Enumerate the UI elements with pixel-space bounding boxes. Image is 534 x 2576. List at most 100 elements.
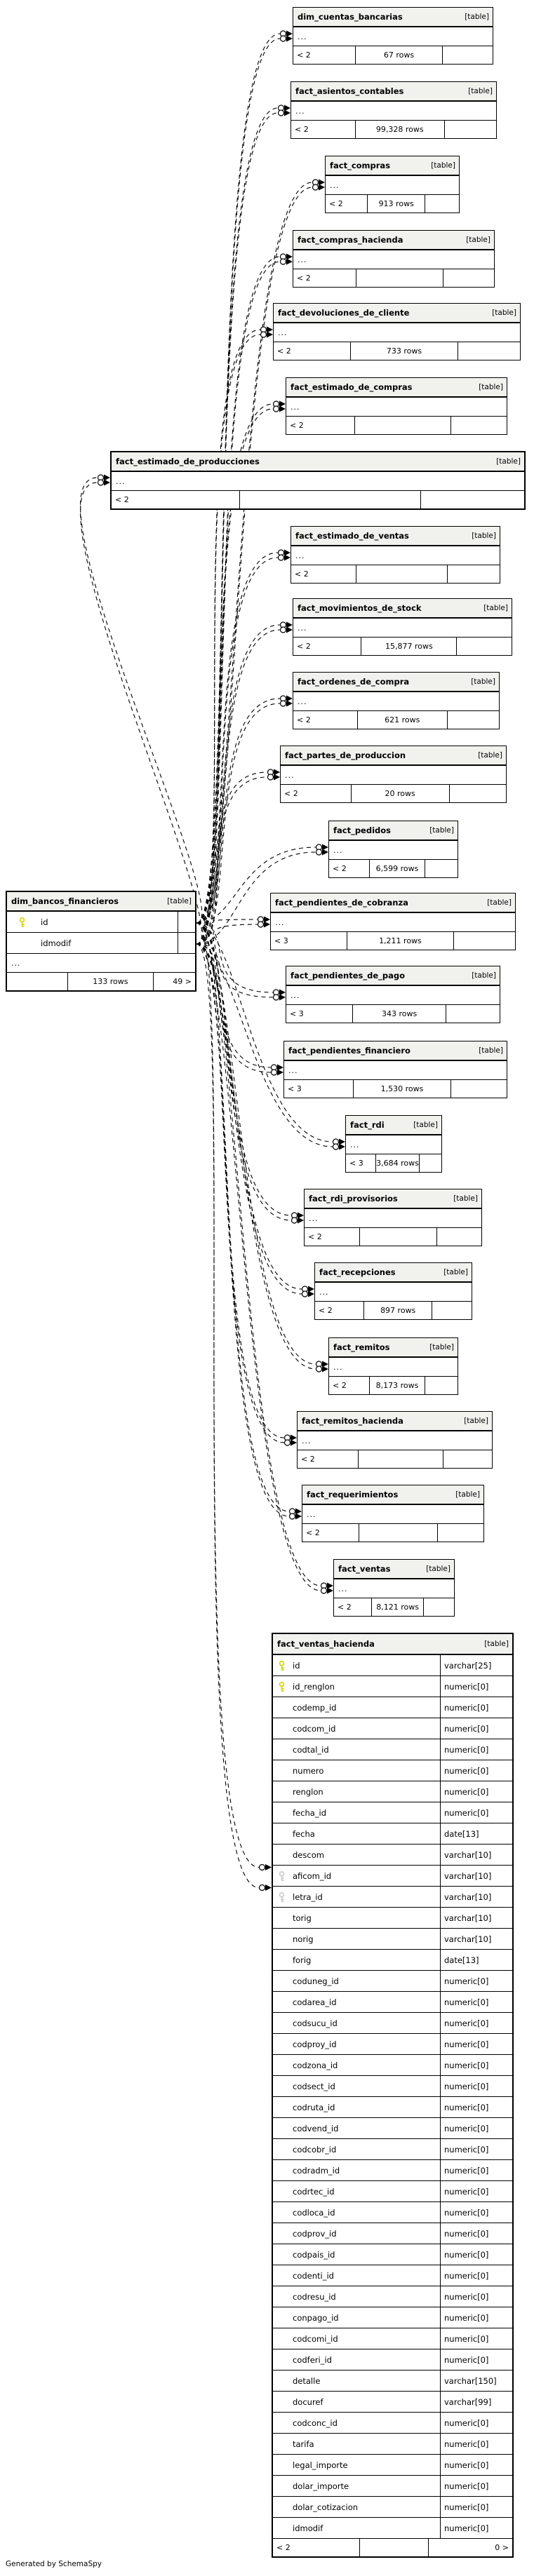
table-fact-compras-hacienda[interactable]: fact_compras_hacienda[table]...< 2 bbox=[293, 230, 495, 288]
table-title: fact_pendientes_de_pago bbox=[291, 971, 406, 980]
parents-count: < 2 bbox=[277, 346, 291, 356]
table-footer: < 2 bbox=[293, 269, 494, 287]
table-type-tag: [table] bbox=[429, 1343, 454, 1351]
column-name: tarifa bbox=[293, 2439, 314, 2449]
column-name: codsect_id bbox=[293, 2081, 335, 2091]
column-type: numeric[0] bbox=[440, 2497, 512, 2517]
column-row: detalle varchar[150] bbox=[273, 2371, 512, 2392]
table-type-tag: [table] bbox=[483, 604, 508, 612]
column-type: numeric[0] bbox=[440, 2349, 512, 2370]
column-type: varchar[99] bbox=[440, 2392, 512, 2412]
column-name: detalle bbox=[293, 2375, 321, 2386]
table-title: fact_ordenes_de_compra bbox=[298, 677, 410, 687]
table-footer: < 2 bbox=[286, 417, 507, 434]
relationship-edge bbox=[196, 922, 302, 1290]
table-title: fact_ventas bbox=[338, 1564, 391, 1574]
more-columns-indicator: ... bbox=[271, 913, 515, 932]
table-fact-estimado-de-compras[interactable]: fact_estimado_de_compras[table]...< 2 bbox=[286, 377, 507, 435]
crowfoot-arrow-icon bbox=[279, 400, 286, 407]
table-title: fact_pedidos bbox=[333, 825, 392, 835]
relationship-edge bbox=[196, 943, 290, 1517]
crowfoot-arrow-icon bbox=[286, 253, 293, 260]
zero-one-circle-icon bbox=[301, 1290, 309, 1297]
table-title: fact_rdi_provisorios bbox=[309, 1194, 398, 1203]
table-type-tag: [table] bbox=[466, 236, 490, 244]
parents-count: < 2 bbox=[333, 1381, 347, 1390]
table-header: fact_estimado_de_ventas[table] bbox=[291, 527, 500, 546]
parents-count: < 2 bbox=[338, 1603, 352, 1612]
table-fact-pendientes-de-cobranza[interactable]: fact_pendientes_de_cobranza[table]...< 3… bbox=[270, 893, 516, 950]
column-name: codemp_id bbox=[293, 1702, 337, 1713]
column-name: norig bbox=[293, 1934, 314, 1944]
table-title: fact_estimado_de_producciones bbox=[116, 457, 260, 466]
column-name: codarea_id bbox=[293, 1997, 337, 2007]
table-fact-estimado-de-ventas[interactable]: fact_estimado_de_ventas[table]...< 2 bbox=[291, 526, 500, 584]
row-count bbox=[359, 2539, 429, 2556]
more-columns-indicator: ... bbox=[346, 1135, 441, 1154]
table-fact-estimado-de-producciones[interactable]: fact_estimado_de_producciones[table]...<… bbox=[110, 451, 526, 510]
children-count bbox=[457, 638, 512, 655]
column-name: codpais_id bbox=[293, 2249, 335, 2260]
crowfoot-arrow-icon bbox=[279, 405, 286, 412]
zero-one-circle-icon bbox=[291, 1217, 298, 1224]
parents-count: < 2 bbox=[306, 1528, 320, 1537]
crowfoot-arrow-icon bbox=[286, 35, 293, 42]
row-count bbox=[239, 491, 421, 508]
table-fact-requerimientos[interactable]: fact_requerimientos[table]...< 2 bbox=[302, 1485, 484, 1542]
column-name: dolar_importe bbox=[293, 2481, 349, 2491]
more-columns-indicator: ... bbox=[293, 619, 512, 638]
table-fact-rdi-provisorios[interactable]: fact_rdi_provisorios[table]...< 2 bbox=[304, 1189, 482, 1246]
table-header: fact_partes_de_produccion[table] bbox=[281, 746, 506, 766]
more-columns-indicator: ... bbox=[329, 1358, 458, 1377]
table-fact-remitos-hacienda[interactable]: fact_remitos_hacienda[table]...< 2 bbox=[297, 1411, 493, 1469]
table-title: fact_pendientes_financiero bbox=[288, 1046, 410, 1056]
zero-one-circle-icon bbox=[257, 921, 265, 928]
column-type: numeric[0] bbox=[440, 1718, 512, 1739]
crowfoot-arrow-icon bbox=[279, 989, 286, 996]
children-count bbox=[458, 342, 520, 360]
table-header: fact_recepciones[table] bbox=[315, 1263, 472, 1283]
column-name: conpago_id bbox=[293, 2312, 339, 2323]
table-fact-devoluciones-de-cliente[interactable]: fact_devoluciones_de_cliente[table]...< … bbox=[273, 303, 521, 360]
schemaspy-credit: Generated by SchemaSpy bbox=[6, 2560, 102, 2568]
table-header: fact_estimado_de_producciones[table] bbox=[112, 452, 524, 472]
parents-count: < 2 bbox=[115, 495, 129, 504]
table-type-tag: [table] bbox=[471, 677, 495, 686]
column-type: varchar[150] bbox=[440, 2371, 512, 2391]
primary-key-icon bbox=[278, 1681, 286, 1692]
children-count bbox=[451, 417, 507, 434]
zero-one-circle-icon bbox=[332, 1143, 340, 1150]
column-type: numeric[0] bbox=[440, 2118, 512, 2138]
table-title: dim_cuentas_bancarias bbox=[298, 12, 403, 22]
children-count bbox=[425, 1377, 458, 1394]
